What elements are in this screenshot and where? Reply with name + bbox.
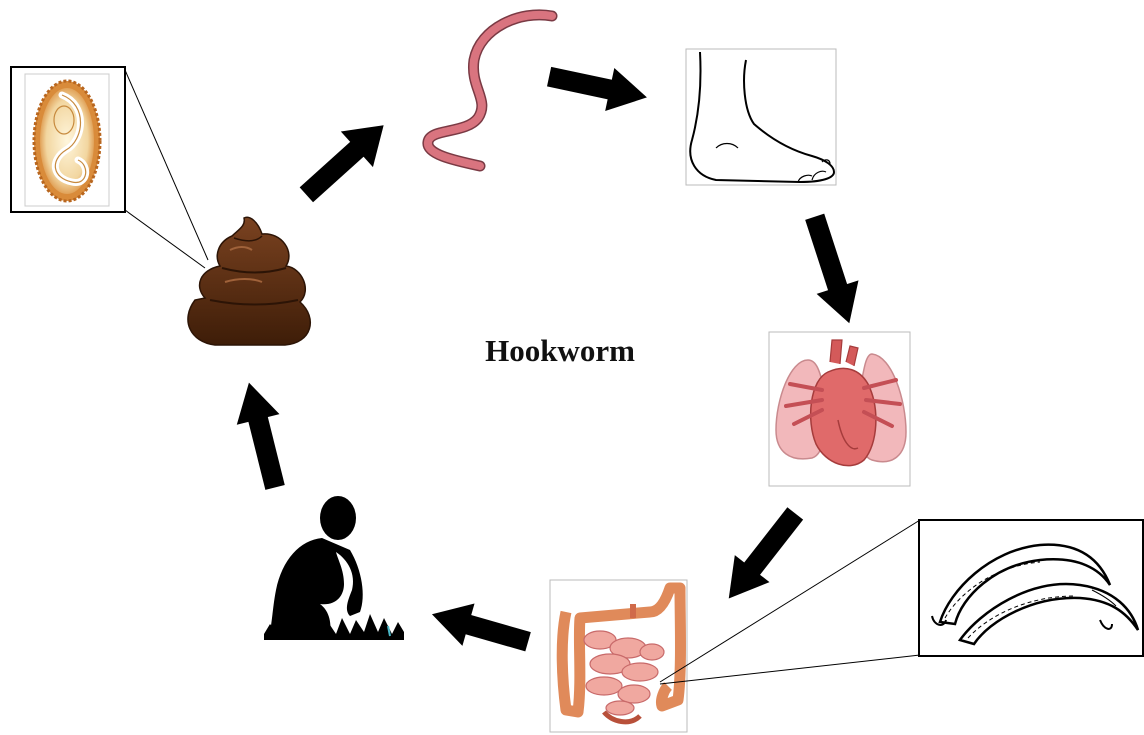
arrow-person-to-feces (228, 377, 297, 492)
arrow-intestine-to-person (426, 593, 534, 663)
feces-icon (188, 217, 310, 345)
egg-callout-line-bottom (125, 210, 205, 268)
arrow-feces-to-larva (290, 107, 399, 212)
intestine-icon (550, 580, 687, 732)
squatting-person-icon (264, 496, 404, 640)
arrow-larva-to-foot (545, 55, 652, 119)
bare-foot-icon (686, 49, 836, 185)
egg-callout-line-top (125, 70, 208, 260)
hookworm-egg-icon (34, 81, 100, 201)
egg-inset-box (11, 67, 125, 212)
diagram-title: Hookworm (440, 333, 680, 369)
heart-lungs-icon (769, 332, 910, 486)
arrow-foot-to-heart-lungs (794, 210, 870, 330)
adult-worms-inset-box (919, 520, 1143, 656)
larva-worm-icon (428, 15, 552, 166)
arrow-heart-lungs-to-intestine (711, 500, 812, 612)
worm-callout-line-top (660, 520, 920, 682)
worm-callout-line-bottom (660, 655, 920, 684)
